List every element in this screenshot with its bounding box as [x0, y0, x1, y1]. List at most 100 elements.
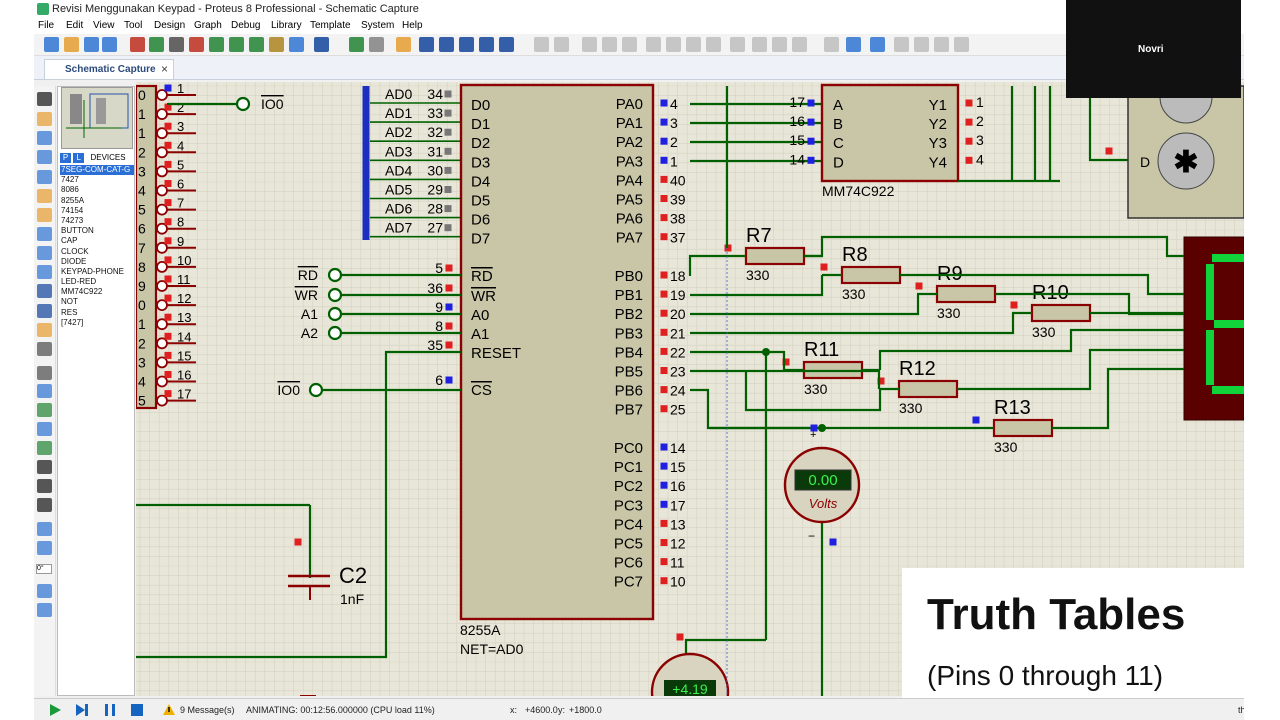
toolbar-button-24[interactable] — [554, 37, 569, 52]
toolbar-button-9[interactable] — [209, 37, 224, 52]
mode-tool-9[interactable] — [37, 246, 52, 260]
device-item[interactable]: KEYPAD-PHONE — [61, 266, 124, 276]
toolbar-button-32[interactable] — [730, 37, 745, 52]
mode-tool-24[interactable] — [37, 541, 52, 555]
mode-tool-15[interactable] — [37, 366, 52, 380]
tab-close-icon[interactable]: × — [160, 62, 168, 76]
toolbar-button-2[interactable] — [64, 37, 79, 52]
mode-tool-13[interactable] — [37, 323, 52, 337]
toolbar-button-41[interactable] — [934, 37, 949, 52]
mode-tool-27[interactable] — [37, 603, 52, 617]
toolbar-button-29[interactable] — [666, 37, 681, 52]
mode-tool-14[interactable] — [37, 342, 52, 356]
mode-tool-6[interactable] — [37, 189, 52, 203]
toolbar-button-1[interactable] — [44, 37, 59, 52]
device-item[interactable]: CLOCK — [61, 246, 89, 256]
mode-tool-16[interactable] — [37, 384, 52, 398]
mode-tool-12[interactable] — [37, 304, 52, 318]
device-item[interactable]: DIODE — [61, 256, 87, 266]
device-item[interactable]: CAP — [61, 236, 78, 246]
toolbar-button-3[interactable] — [84, 37, 99, 52]
toolbar-button-8[interactable] — [189, 37, 204, 52]
mode-tool-20[interactable] — [37, 460, 52, 474]
toolbar-button-37[interactable] — [846, 37, 861, 52]
toolbar-button-22[interactable] — [499, 37, 514, 52]
toolbar-button-35[interactable] — [792, 37, 807, 52]
play-icon[interactable] — [48, 703, 62, 717]
mode-tool-19[interactable] — [37, 441, 52, 455]
toolbar-button-6[interactable] — [149, 37, 164, 52]
device-item[interactable]: 8086 — [61, 185, 79, 195]
device-item[interactable]: 7427 — [61, 175, 79, 185]
overview-preview[interactable] — [61, 87, 133, 149]
device-item[interactable]: LED-RED — [61, 277, 97, 287]
device-item[interactable]: BUTTON — [61, 226, 94, 236]
mode-tool-17[interactable] — [37, 403, 52, 417]
menu-graph[interactable]: Graph — [194, 20, 222, 31]
device-item[interactable]: 8255A — [61, 195, 85, 205]
device-item[interactable]: [7427] — [61, 317, 84, 327]
pick-devices-button[interactable]: P — [60, 153, 71, 163]
stop-icon[interactable] — [130, 703, 144, 717]
pause-icon[interactable] — [103, 703, 117, 717]
mode-tool-10[interactable] — [37, 265, 52, 279]
mode-tool-1[interactable] — [37, 92, 52, 106]
toolbar-button-23[interactable] — [534, 37, 549, 52]
menu-view[interactable]: View — [93, 20, 115, 31]
toolbar-button-14[interactable] — [314, 37, 329, 52]
toolbar-button-18[interactable] — [419, 37, 434, 52]
mode-tool-11[interactable] — [37, 284, 52, 298]
toolbar-button-40[interactable] — [914, 37, 929, 52]
library-button[interactable]: L — [73, 153, 85, 163]
menu-design[interactable]: Design — [154, 20, 186, 31]
toolbar-button-30[interactable] — [686, 37, 701, 52]
menu-debug[interactable]: Debug — [231, 20, 261, 31]
mode-tool-7[interactable] — [37, 208, 52, 222]
device-item[interactable]: 7SEG-COM-CAT-G — [60, 165, 134, 176]
mode-tool-4[interactable] — [37, 150, 52, 164]
toolbar-button-5[interactable] — [130, 37, 145, 52]
toolbar-button-42[interactable] — [954, 37, 969, 52]
toolbar-button-31[interactable] — [706, 37, 721, 52]
mode-tool-26[interactable] — [37, 584, 52, 598]
toolbar-button-28[interactable] — [646, 37, 661, 52]
step-icon[interactable] — [75, 703, 89, 717]
messages-count[interactable]: 9 Message(s) — [180, 705, 235, 715]
menu-tool[interactable]: Tool — [124, 20, 143, 31]
toolbar-button-12[interactable] — [269, 37, 284, 52]
mode-tool-21[interactable] — [37, 479, 52, 493]
toolbar-button-15[interactable] — [349, 37, 364, 52]
toolbar-button-34[interactable] — [772, 37, 787, 52]
toolbar-button-20[interactable] — [459, 37, 474, 52]
toolbar-button-26[interactable] — [602, 37, 617, 52]
toolbar-button-27[interactable] — [622, 37, 637, 52]
device-item[interactable]: RES — [61, 307, 78, 317]
menu-system[interactable]: System — [361, 20, 395, 31]
toolbar-button-7[interactable] — [169, 37, 184, 52]
toolbar-button-13[interactable] — [289, 37, 304, 52]
rotation-field[interactable]: 0° — [36, 564, 52, 574]
device-item[interactable]: NOT — [61, 297, 78, 307]
mode-tool-23[interactable] — [37, 522, 52, 536]
toolbar-button-21[interactable] — [479, 37, 494, 52]
toolbar-button-33[interactable] — [752, 37, 767, 52]
device-item[interactable]: MM74C922 — [61, 287, 103, 297]
menu-template[interactable]: Template — [310, 20, 351, 31]
mode-tool-5[interactable] — [37, 170, 52, 184]
toolbar-button-11[interactable] — [249, 37, 264, 52]
mode-tool-8[interactable] — [37, 227, 52, 241]
menu-help[interactable]: Help — [402, 20, 423, 31]
toolbar-button-4[interactable] — [102, 37, 117, 52]
device-item[interactable]: 74154 — [61, 205, 84, 215]
toolbar-button-10[interactable] — [229, 37, 244, 52]
toolbar-button-36[interactable] — [824, 37, 839, 52]
toolbar-button-38[interactable] — [870, 37, 885, 52]
toolbar-button-19[interactable] — [439, 37, 454, 52]
toolbar-button-39[interactable] — [894, 37, 909, 52]
mode-tool-22[interactable] — [37, 498, 52, 512]
mode-tool-18[interactable] — [37, 422, 52, 436]
mode-tool-2[interactable] — [37, 112, 52, 126]
mode-tool-3[interactable] — [37, 131, 52, 145]
toolbar-button-25[interactable] — [582, 37, 597, 52]
menu-file[interactable]: File — [38, 20, 55, 31]
